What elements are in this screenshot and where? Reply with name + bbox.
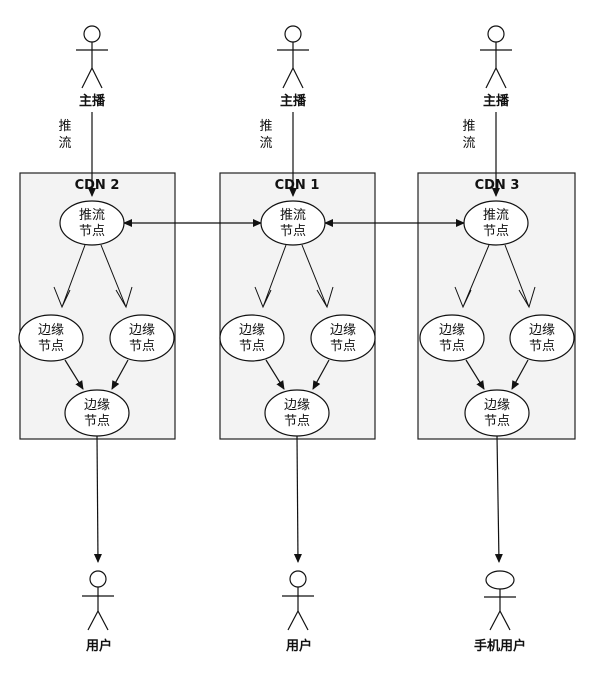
svg-text:推: 推 <box>462 119 475 134</box>
edge-node: 边缘 节点 <box>64 389 130 437</box>
svg-text:推流: 推流 <box>280 208 306 223</box>
svg-text:边缘: 边缘 <box>284 398 310 413</box>
edge-node: 边缘 节点 <box>509 314 575 362</box>
cdn-title: CDN 1 <box>275 178 320 193</box>
svg-text:边缘: 边缘 <box>239 323 265 338</box>
svg-text:流: 流 <box>259 136 272 151</box>
svg-text:边缘: 边缘 <box>129 323 155 338</box>
svg-text:推: 推 <box>58 119 71 134</box>
svg-text:节点: 节点 <box>483 224 509 239</box>
broadcaster-label: 主播 <box>483 93 510 109</box>
mobile-user-actor: 手机用户 <box>474 570 526 654</box>
push-node: 推流 节点 <box>59 200 125 246</box>
svg-text:边缘: 边缘 <box>484 398 510 413</box>
broadcaster-label: 主播 <box>280 93 307 109</box>
edge-arrow <box>312 359 330 390</box>
push-label: 推 流 <box>462 119 475 151</box>
svg-text:节点: 节点 <box>239 339 265 354</box>
edge-arrow <box>64 359 84 390</box>
delivery-arrow <box>494 435 503 563</box>
user-label: 用户 <box>285 638 312 654</box>
user-actor: 用户 <box>82 570 114 654</box>
push-label: 推 流 <box>259 119 272 151</box>
push-node: 推流 节点 <box>260 200 326 246</box>
svg-text:边缘: 边缘 <box>330 323 356 338</box>
svg-text:节点: 节点 <box>484 414 510 429</box>
push-node: 推流 节点 <box>463 200 529 246</box>
svg-text:推流: 推流 <box>483 208 509 223</box>
svg-text:推: 推 <box>259 119 272 134</box>
edge-node: 边缘 节点 <box>264 389 330 437</box>
edge-node: 边缘 节点 <box>419 314 485 362</box>
delivery-arrow <box>293 435 302 563</box>
svg-text:边缘: 边缘 <box>38 323 64 338</box>
mobile-user-label: 手机用户 <box>474 638 526 654</box>
cdn-title: CDN 2 <box>75 178 120 193</box>
edge-arrow <box>465 359 485 390</box>
svg-text:边缘: 边缘 <box>439 323 465 338</box>
edge-arrow <box>265 359 285 390</box>
push-label: 推 流 <box>58 119 71 151</box>
broadcaster-actor: 主播 <box>76 25 108 109</box>
edge-arrow <box>254 244 287 309</box>
broadcaster-actor: 主播 <box>277 25 309 109</box>
edge-arrow <box>53 244 86 309</box>
svg-text:节点: 节点 <box>280 224 306 239</box>
edge-arrow <box>504 244 536 309</box>
svg-text:节点: 节点 <box>129 339 155 354</box>
svg-text:节点: 节点 <box>84 414 110 429</box>
svg-text:边缘: 边缘 <box>84 398 110 413</box>
edge-node: 边缘 节点 <box>219 314 285 362</box>
broadcaster-label: 主播 <box>79 93 106 109</box>
svg-text:节点: 节点 <box>38 339 64 354</box>
svg-text:节点: 节点 <box>439 339 465 354</box>
edge-node: 边缘 节点 <box>310 314 376 362</box>
user-label: 用户 <box>85 638 112 654</box>
svg-text:节点: 节点 <box>330 339 356 354</box>
user-actor: 用户 <box>282 570 314 654</box>
edge-arrow <box>454 244 490 309</box>
edge-node: 边缘 节点 <box>464 389 530 437</box>
edge-node: 边缘 节点 <box>109 314 175 362</box>
cdn-title: CDN 3 <box>475 178 520 193</box>
edge-arrow <box>100 244 133 309</box>
svg-text:流: 流 <box>58 136 71 151</box>
svg-text:推流: 推流 <box>79 208 105 223</box>
edge-node: 边缘 节点 <box>18 314 84 362</box>
delivery-arrow <box>93 435 102 563</box>
broadcaster-actor: 主播 <box>480 25 512 109</box>
svg-text:节点: 节点 <box>79 224 105 239</box>
edge-arrow <box>111 359 129 390</box>
svg-text:流: 流 <box>462 136 475 151</box>
svg-text:节点: 节点 <box>529 339 555 354</box>
edge-arrow <box>301 244 334 309</box>
svg-text:边缘: 边缘 <box>529 323 555 338</box>
svg-text:节点: 节点 <box>284 414 310 429</box>
edge-arrow <box>511 359 529 390</box>
